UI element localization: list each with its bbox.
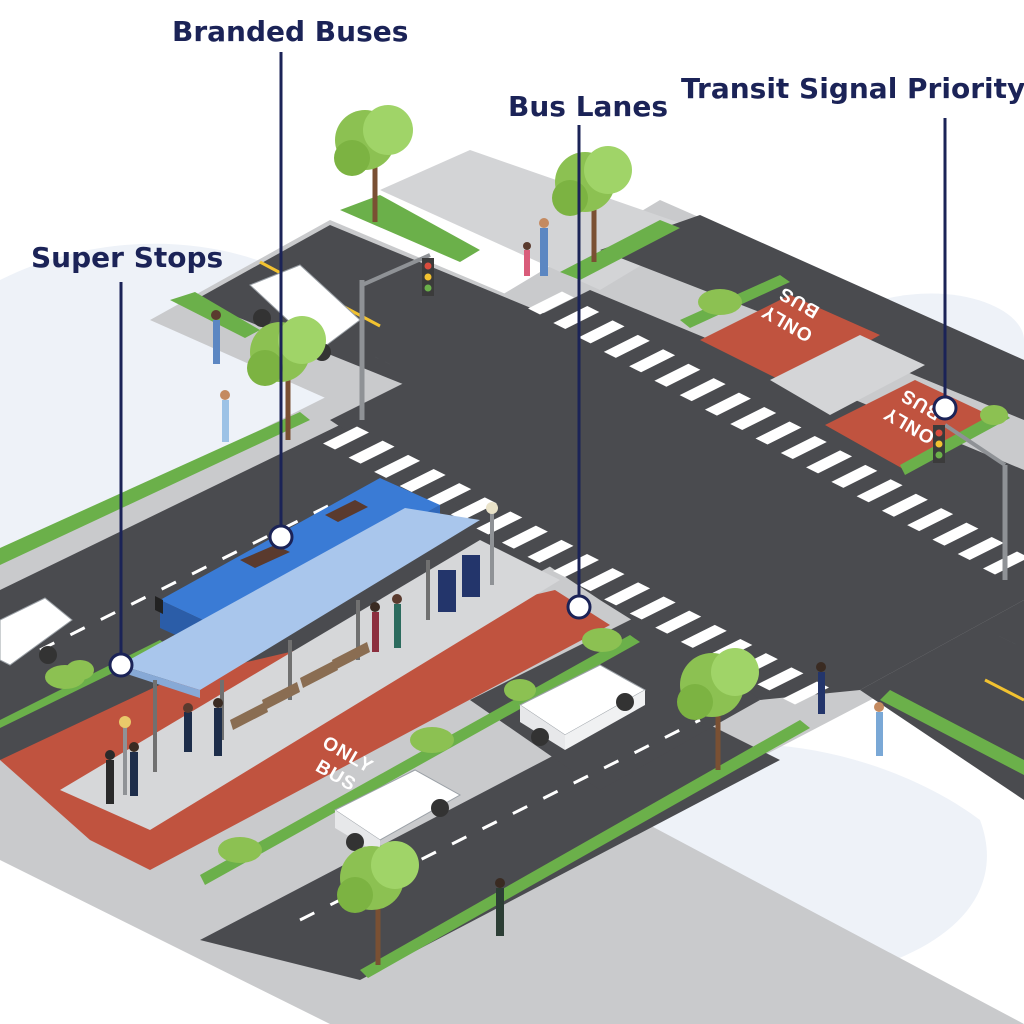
crosswalk-stripe	[654, 363, 701, 387]
crosswalk-stripe	[806, 450, 853, 474]
marker-transit-signal-priority	[932, 395, 958, 421]
car-lower	[334, 769, 462, 855]
cars	[0, 264, 647, 855]
car-bottom-center	[519, 664, 647, 750]
crosswalk-stripe	[374, 454, 421, 478]
crosswalk-stripe	[679, 378, 726, 402]
shrubs	[45, 289, 1008, 863]
crosswalk-stripe	[425, 483, 472, 507]
crosswalk-stripe	[450, 497, 497, 521]
benches	[230, 642, 370, 730]
crosswalk-stripe	[932, 522, 979, 546]
crosswalk-stripe	[957, 537, 1004, 561]
callout-branded-buses: Branded Buses	[172, 15, 409, 48]
pedestrians	[105, 218, 884, 936]
crosswalk-stripe	[755, 421, 802, 445]
crosswalk-stripe	[783, 681, 829, 705]
crosswalk-stripe	[629, 596, 676, 620]
crosswalk-stripe	[323, 426, 369, 450]
crosswalk-stripe	[578, 320, 625, 344]
crosswalk-stripe	[881, 493, 928, 517]
crosswalk-stripe	[655, 610, 702, 634]
crosswalk-stripe	[399, 469, 446, 492]
crosswalk-stripe	[553, 305, 600, 329]
crosswalk-stripe	[528, 291, 574, 315]
car-left	[0, 597, 73, 666]
marker-super-stops	[108, 652, 134, 678]
callout-leaders	[108, 52, 958, 678]
median	[770, 335, 925, 415]
crosswalk-stripe	[553, 554, 599, 577]
crosswalk-stripe	[603, 334, 650, 358]
crosswalk-stripe	[604, 582, 651, 606]
crosswalk-stripe	[476, 511, 523, 535]
crosswalk-stripe	[501, 525, 548, 549]
crosswalk-stripe	[680, 624, 727, 648]
crosswalk-stripe	[348, 440, 395, 464]
marker-bus-lanes	[566, 594, 592, 620]
crosswalk-stripe	[527, 539, 574, 563]
marker-branded-buses	[268, 524, 294, 550]
station-platform	[60, 540, 560, 830]
crosswalk-stripe	[730, 407, 777, 431]
callout-super-stops: Super Stops	[31, 241, 224, 274]
crosswalks	[315, 291, 1024, 705]
callout-bus-lanes: Bus Lanes	[508, 90, 669, 123]
callout-transit-signal-priority: Transit Signal Priority	[681, 72, 1024, 105]
crosswalk-stripe	[831, 464, 878, 488]
crosswalk-stripe	[704, 392, 751, 416]
crosswalk-stripe	[856, 479, 903, 503]
crosswalk-stripe	[578, 568, 625, 592]
crosswalk-stripe	[757, 667, 804, 691]
crosswalk-stripe	[629, 349, 676, 373]
traffic-signals	[119, 253, 1008, 795]
crosswalk-stripe	[780, 435, 827, 459]
crosswalk-stripe	[907, 508, 954, 532]
